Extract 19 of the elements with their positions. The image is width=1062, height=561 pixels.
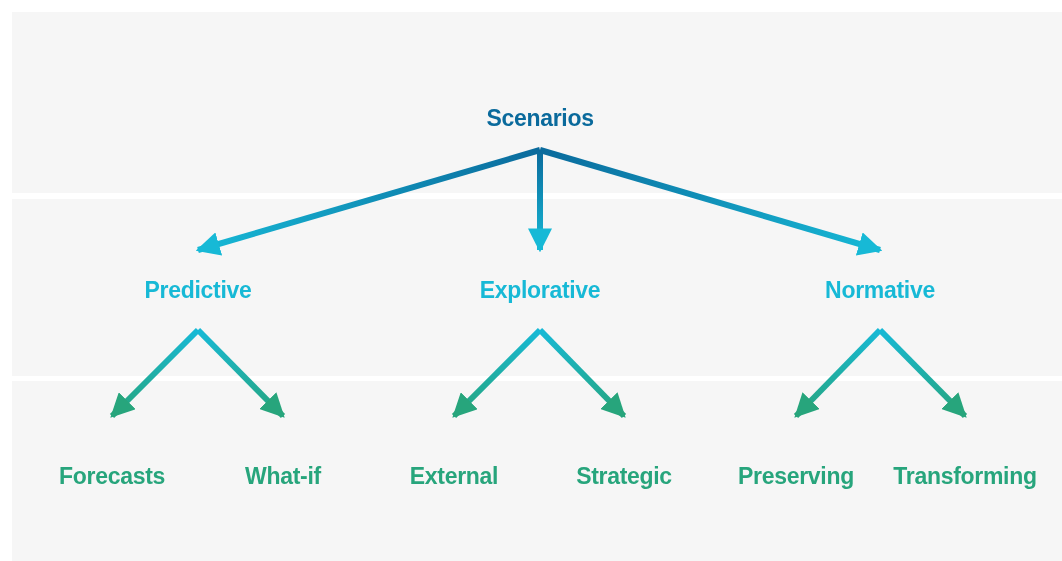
arrow bbox=[539, 147, 883, 256]
arrow bbox=[537, 327, 627, 419]
node-label: Strategic bbox=[576, 462, 672, 490]
arrow bbox=[793, 327, 883, 419]
node-label: Preserving bbox=[738, 462, 854, 490]
arrow bbox=[451, 327, 543, 419]
node-label: Forecasts bbox=[59, 462, 165, 490]
node-label: What-if bbox=[245, 462, 321, 490]
arrow bbox=[877, 327, 968, 419]
arrow bbox=[109, 327, 201, 419]
node-label: Scenarios bbox=[486, 104, 594, 132]
node-label: External bbox=[409, 462, 499, 490]
node-label: Explorative bbox=[479, 276, 601, 304]
node-label: Normative bbox=[825, 276, 935, 304]
node-label: Predictive bbox=[144, 276, 252, 304]
arrow bbox=[528, 150, 552, 253]
node-label: Transforming bbox=[893, 462, 1037, 490]
arrow bbox=[195, 147, 541, 256]
arrow bbox=[195, 327, 286, 419]
